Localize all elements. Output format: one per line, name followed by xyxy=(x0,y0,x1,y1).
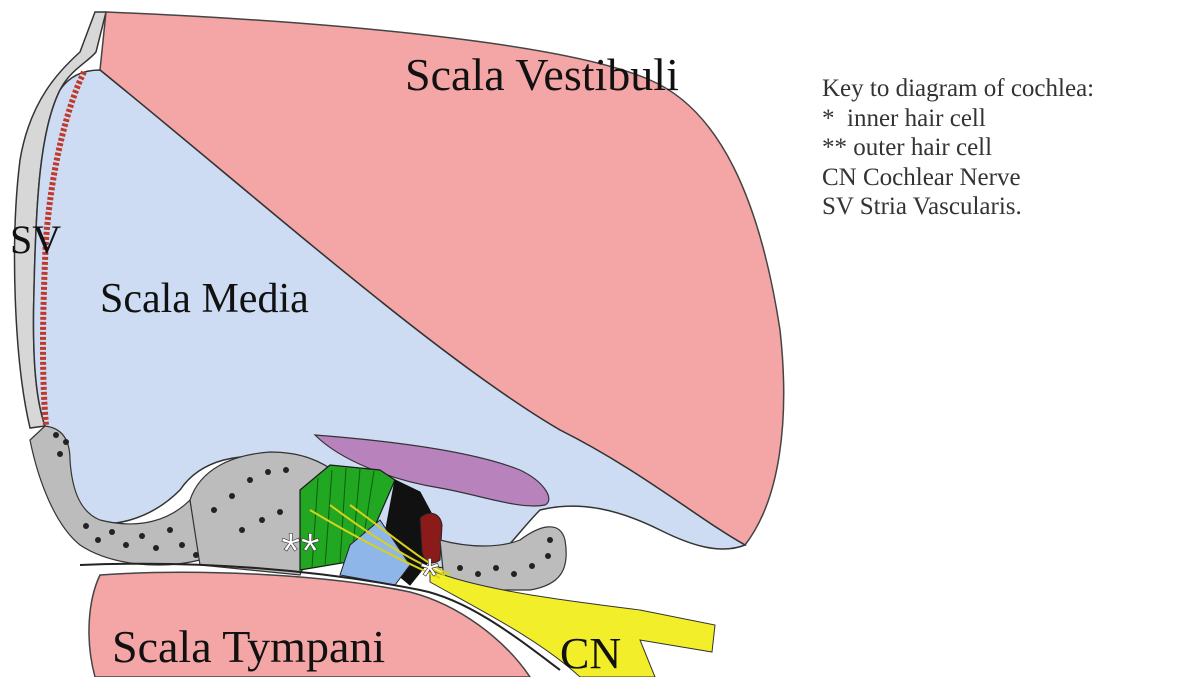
key-title: Key to diagram of cochlea: xyxy=(822,74,1094,104)
key-item-stria-vascularis: SV Stria Vascularis. xyxy=(822,192,1094,222)
diagram-key: Key to diagram of cochlea: * inner hair … xyxy=(822,74,1094,222)
outer-hair-cell-marker: ** xyxy=(281,523,320,579)
scala-vestibuli-label: Scala Vestibuli xyxy=(405,49,679,100)
inner-hair-cell-marker: * xyxy=(420,548,439,604)
scala-tympani-label: Scala Tympani xyxy=(112,621,385,672)
key-item-cochlear-nerve: CN Cochlear Nerve xyxy=(822,163,1094,193)
scala-media-label: Scala Media xyxy=(100,276,309,322)
key-item-inner-hair-cell: * inner hair cell xyxy=(822,104,1094,134)
key-item-outer-hair-cell: ** outer hair cell xyxy=(822,133,1094,163)
sv-label: SV xyxy=(10,217,61,262)
cn-label: CN xyxy=(560,629,621,677)
